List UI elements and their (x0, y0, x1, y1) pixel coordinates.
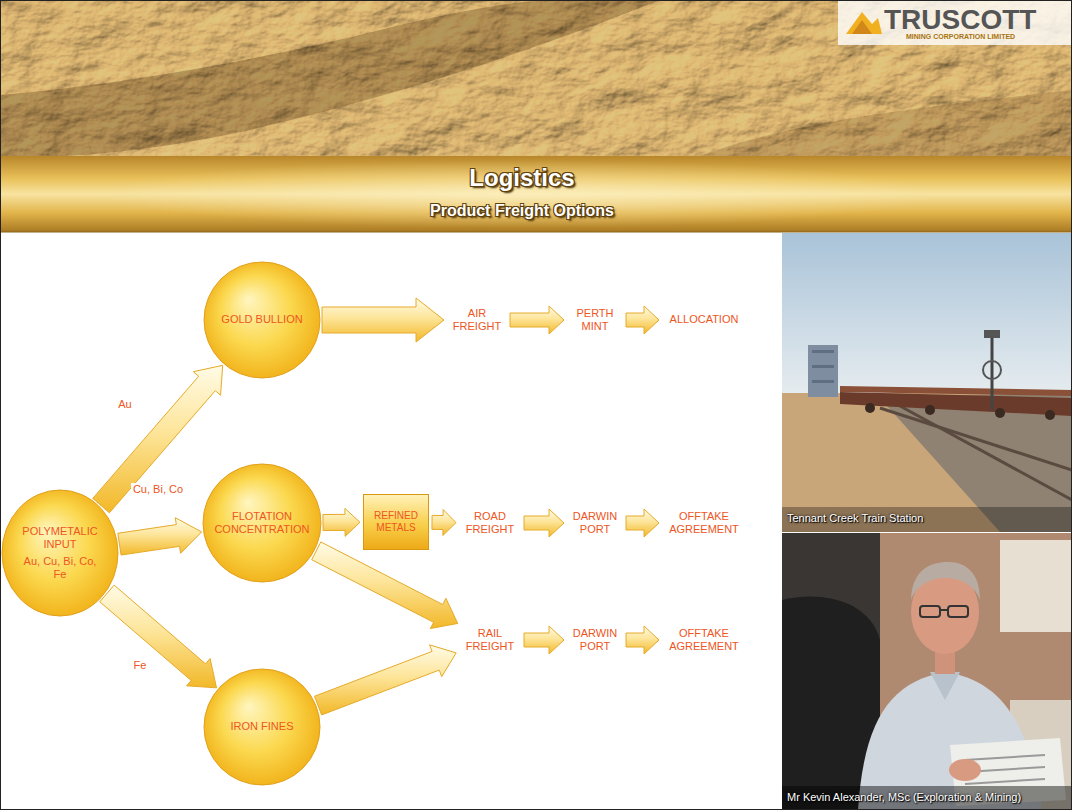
edge-label: Fe (132, 659, 149, 672)
logo-panel (838, 0, 1072, 45)
portrait-photo (782, 533, 1072, 810)
block-arrow (323, 508, 360, 536)
block-arrow (626, 306, 659, 334)
product-circle: GOLD BULLION (203, 261, 321, 379)
refined-box: REFINED METALS (363, 494, 429, 550)
freight-step: OFFTAKE AGREEMENT (662, 508, 746, 538)
band-highlight (100, 160, 940, 228)
logo-tagline: MINING CORPORATION LIMITED (906, 33, 1015, 41)
block-arrow (322, 298, 444, 342)
block-arrow (626, 626, 659, 654)
edge-label: Au (116, 398, 133, 411)
block-arrow (626, 509, 659, 537)
node-text: IRON FINES (231, 720, 294, 733)
photo-caption: Tennant Creek Train Station (787, 512, 923, 525)
freight-step: ALLOCATION (662, 311, 746, 328)
train-station-photo (782, 233, 1072, 532)
block-arrow (100, 585, 217, 688)
block-arrow (432, 510, 456, 536)
freight-step: AIR FREIGHT (447, 305, 507, 335)
slide-title: Logistics (322, 164, 722, 193)
input-circle: POLYMETALIC INPUT Au, Cu, Bi, Co, Fe (1, 489, 119, 617)
circle-outline (1, 489, 119, 617)
node-text: FLOTATION CONCENTRATION (209, 510, 315, 536)
freight-step: DARWIN PORT (567, 625, 623, 655)
node-text: DARWIN PORT (567, 627, 623, 653)
node-text: RAIL FREIGHT (459, 627, 521, 653)
logo-wordmark: TRUSCOTT (884, 3, 1036, 37)
node-text: ALLOCATION (670, 313, 739, 326)
node-text: PERTH MINT (567, 307, 623, 333)
node-text: OFFTAKE AGREEMENT (662, 510, 746, 536)
freight-step: OFFTAKE AGREEMENT (662, 625, 746, 655)
freight-step: DARWIN PORT (567, 508, 623, 538)
node-text: ROAD FREIGHT (459, 510, 521, 536)
rock-header (0, 0, 1072, 156)
product-circle: FLOTATION CONCENTRATION (202, 463, 322, 583)
block-arrow (524, 509, 564, 537)
node-text: GOLD BULLION (221, 313, 302, 326)
node-text: Au, Cu, Bi, Co, Fe (18, 555, 102, 581)
product-circle: IRON FINES (203, 668, 321, 786)
band-edge (0, 232, 1072, 233)
node-text: OFFTAKE AGREEMENT (662, 627, 746, 653)
block-arrow (93, 365, 223, 512)
title-band (0, 156, 1072, 232)
block-arrow (314, 645, 456, 715)
node-text: DARWIN PORT (567, 510, 623, 536)
logo-icon (846, 12, 882, 34)
freight-step: RAIL FREIGHT (459, 625, 521, 655)
edge-label: Cu, Bi, Co (131, 483, 185, 496)
node-text: AIR FREIGHT (447, 307, 507, 333)
block-arrow (312, 542, 458, 629)
node-text: POLYMETALIC INPUT (18, 525, 102, 551)
subtitle: Product Freight Options (322, 201, 722, 220)
photo-caption: Mr Kevin Alexander, MSc (Exploration & M… (787, 791, 1021, 804)
block-arrow (524, 626, 564, 654)
node-text: REFINED METALS (367, 510, 425, 534)
block-arrow (118, 518, 202, 555)
block-arrow (510, 306, 564, 334)
freight-step: ROAD FREIGHT (459, 508, 521, 538)
freight-step: PERTH MINT (567, 305, 623, 335)
